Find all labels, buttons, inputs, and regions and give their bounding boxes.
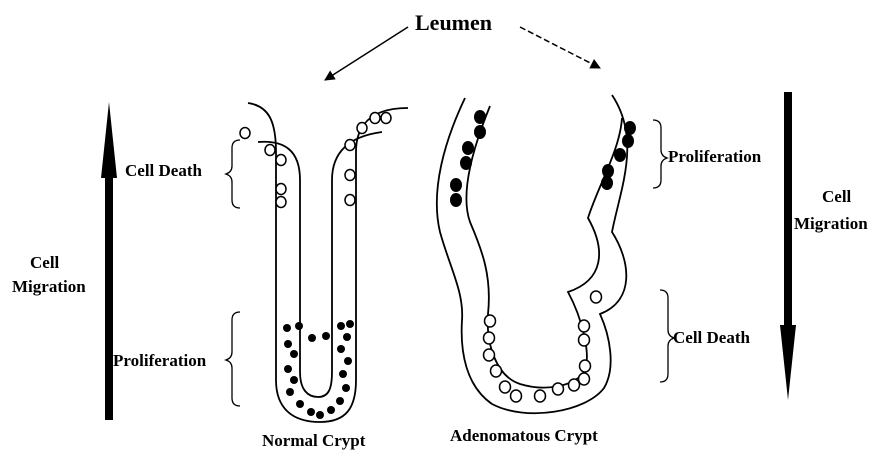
normal-cell-death-label: Cell Death xyxy=(125,161,203,180)
normal-proliferation-brace xyxy=(226,312,240,406)
normal-crypt-caption: Normal Crypt xyxy=(262,431,366,450)
adenoma-cell-death-label: Cell Death xyxy=(673,328,751,347)
lumen-title: Leumen xyxy=(415,10,492,35)
migration-arrow-down xyxy=(780,92,796,400)
adenomatous-crypt-caption: Adenomatous Crypt xyxy=(450,426,598,445)
normal-crypt-cells xyxy=(240,113,391,208)
migration-label-right-line1: Cell xyxy=(822,187,852,206)
lumen-arrow-left xyxy=(325,27,408,80)
migration-arrow-up xyxy=(101,102,117,420)
normal-proliferation-label: Proliferation xyxy=(113,351,207,370)
adenoma-dying-cells xyxy=(484,291,602,402)
adenoma-crypt-inner-wall xyxy=(466,106,622,388)
adenoma-cell-death-brace xyxy=(660,290,674,382)
migration-label-left-line1: Cell xyxy=(30,253,60,272)
migration-label-left-line2: Migration xyxy=(12,277,86,296)
migration-label-right-line2: Migration xyxy=(794,214,868,233)
adenoma-proliferating-cells xyxy=(450,110,636,207)
adenoma-proliferation-label: Proliferation xyxy=(668,147,762,166)
adenoma-proliferation-brace xyxy=(653,120,667,188)
normal-cell-death-brace xyxy=(226,140,240,208)
normal-crypt-proliferating-cells xyxy=(283,320,354,419)
lumen-arrow-right xyxy=(520,27,600,68)
